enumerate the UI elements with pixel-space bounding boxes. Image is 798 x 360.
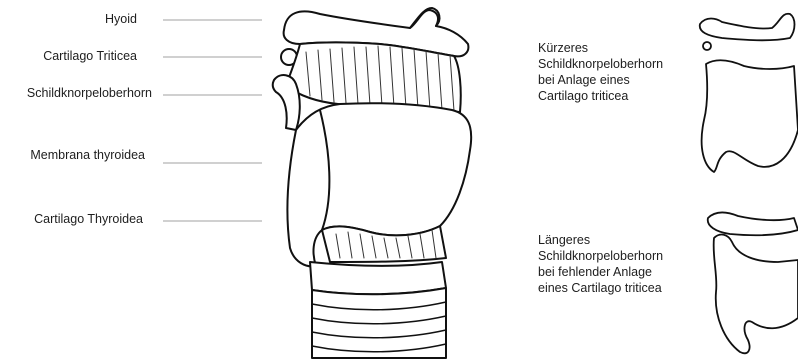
variant-top-thyroid [702,60,798,172]
caption-top-line-3: bei Anlage eines [538,72,663,88]
variant-sketch-short-horn [700,14,798,172]
label-cartilago-triticea: Cartilago Triticea [43,49,137,64]
caption-bottom-line-3: bei fehlender Anlage [538,264,663,280]
caption-top-line-4: Cartilago triticea [538,88,663,104]
caption-bottom-line-4: eines Cartilago triticea [538,280,663,296]
caption-bottom-line-2: Schildknorpeloberhorn [538,248,663,264]
leader-lines [163,20,262,221]
caption-bottom-line-1: Längeres [538,232,663,248]
variant-bottom-hyoid [708,213,798,236]
label-hyoid: Hyoid [105,12,137,27]
caption-long-horn: Längeres Schildknorpeloberhorn bei fehle… [538,232,663,296]
label-membrana-thyroidea: Membrana thyroidea [30,148,145,163]
caption-short-horn: Kürzeres Schildknorpeloberhorn bei Anlag… [538,40,663,104]
larynx-drawing [273,8,472,358]
thyroid-superior-horn [273,75,300,130]
variant-top-hyoid [700,14,795,41]
label-cartilago-thyroidea: Cartilago Thyroidea [34,212,143,227]
label-schildknorpeloberhorn: Schildknorpeloberhorn [27,86,152,101]
variant-top-triticea [703,42,711,50]
variant-bottom-thyroid [714,235,798,354]
thyrohyoid-membrane [286,43,461,113]
caption-top-line-2: Schildknorpeloberhorn [538,56,663,72]
cricoid-cartilage [310,262,446,294]
caption-top-line-1: Kürzeres [538,40,663,56]
variant-sketch-long-horn [708,213,798,354]
